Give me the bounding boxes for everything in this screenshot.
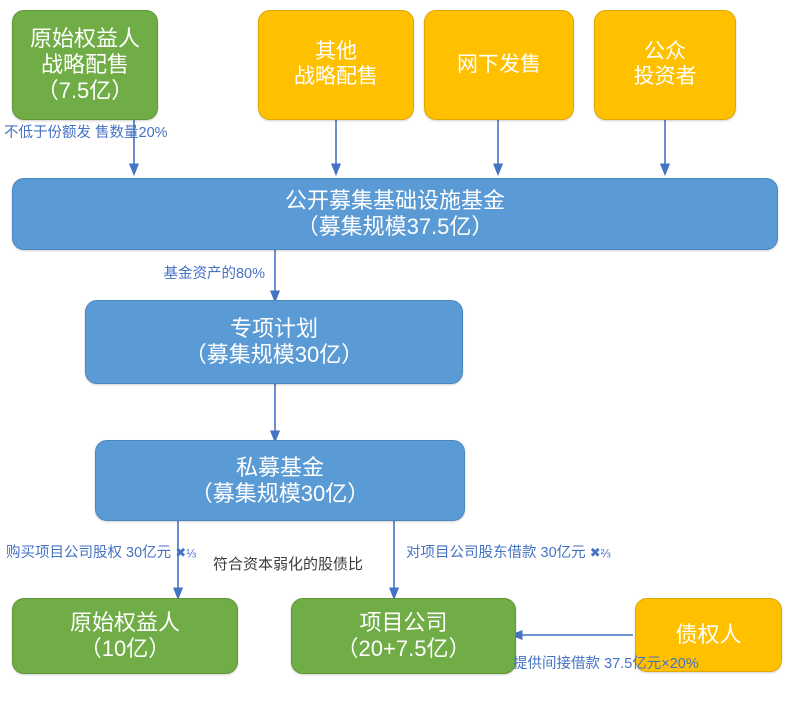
label-buy-equity: 购买项目公司股权 30亿元 ✖⅓ bbox=[6, 544, 196, 562]
label-line: 37.5亿元×20% bbox=[604, 656, 699, 672]
node-line: （20+7.5亿） bbox=[336, 636, 471, 661]
node-public-investors[interactable]: 公众 投资者 bbox=[594, 10, 736, 120]
node-other-strategic[interactable]: 其他 战略配售 bbox=[258, 10, 414, 120]
node-line: （募集规模30亿） bbox=[190, 480, 370, 506]
label-fraction: ⅓ bbox=[186, 546, 197, 561]
node-line: 战略配售 bbox=[294, 65, 378, 88]
label-fund-asset-80: 基金资产的80% bbox=[125, 265, 265, 283]
node-line: 债权人 bbox=[675, 622, 742, 648]
node-original-owner-strategic[interactable]: 原始权益人 战略配售 （7.5亿） bbox=[12, 10, 158, 120]
node-line: 原始权益人 bbox=[69, 610, 180, 636]
node-creditor[interactable]: 债权人 bbox=[635, 598, 782, 672]
node-line: 原始权益人 bbox=[29, 26, 140, 52]
label-line: 基金资产的80% bbox=[163, 266, 265, 282]
multiply-icon: ✖ bbox=[589, 545, 601, 560]
node-line: 公开募集基础设施基金 bbox=[284, 188, 505, 214]
node-private-fund[interactable]: 私募基金 （募集规模30亿） bbox=[95, 440, 465, 521]
label-indirect-loan: 提供间接借款 37.5亿元×20% bbox=[513, 655, 699, 673]
node-project-company[interactable]: 项目公司 （20+7.5亿） bbox=[291, 598, 516, 674]
node-line: （募集规模37.5亿） bbox=[296, 214, 494, 239]
node-offline-offering[interactable]: 网下发售 bbox=[424, 10, 574, 120]
node-line: 网下发售 bbox=[457, 52, 541, 76]
node-line: 公众 bbox=[644, 40, 686, 64]
node-public-fund[interactable]: 公开募集基础设施基金 （募集规模37.5亿） bbox=[12, 178, 778, 250]
label-min-share-ratio: 不低于份额发 售数量20% bbox=[4, 124, 168, 142]
node-line: （10亿） bbox=[79, 636, 171, 661]
label-thin-cap-ratio: 符合资本弱化的股债比 bbox=[188, 556, 388, 575]
node-line: 私募基金 bbox=[235, 454, 324, 480]
node-line: 战略配售 bbox=[40, 52, 129, 78]
label-line-amount: 30亿元 ✖⅔ bbox=[541, 545, 611, 561]
label-line: 符合资本弱化的股债比 bbox=[212, 556, 363, 573]
node-line: 其他 bbox=[315, 40, 357, 64]
node-line: 投资者 bbox=[633, 65, 697, 88]
node-line: （募集规模30亿） bbox=[184, 342, 364, 367]
node-line: 项目公司 bbox=[359, 610, 448, 636]
label-fraction: ⅔ bbox=[600, 546, 611, 561]
node-line: 专项计划 bbox=[229, 316, 318, 342]
label-line: 不低于份额发 bbox=[4, 125, 91, 141]
label-line: 对项目公司股东借款 bbox=[406, 545, 537, 561]
label-line: 提供间接借款 bbox=[513, 656, 600, 672]
node-line: （7.5亿） bbox=[36, 77, 134, 103]
label-amount: 30亿元 bbox=[540, 545, 586, 561]
label-amount: 30亿元 bbox=[126, 545, 172, 561]
node-original-owner-bottom[interactable]: 原始权益人 （10亿） bbox=[12, 598, 238, 674]
label-line: 购买项目公司股权 bbox=[6, 545, 122, 561]
label-shareholder-loan: 对项目公司股东借款 30亿元 ✖⅔ bbox=[406, 544, 611, 562]
label-line-amount: 30亿元 ✖⅓ bbox=[126, 545, 196, 561]
multiply-icon: ✖ bbox=[175, 545, 187, 560]
node-special-plan[interactable]: 专项计划 （募集规模30亿） bbox=[85, 300, 463, 384]
label-line: 售数量20% bbox=[95, 125, 168, 141]
